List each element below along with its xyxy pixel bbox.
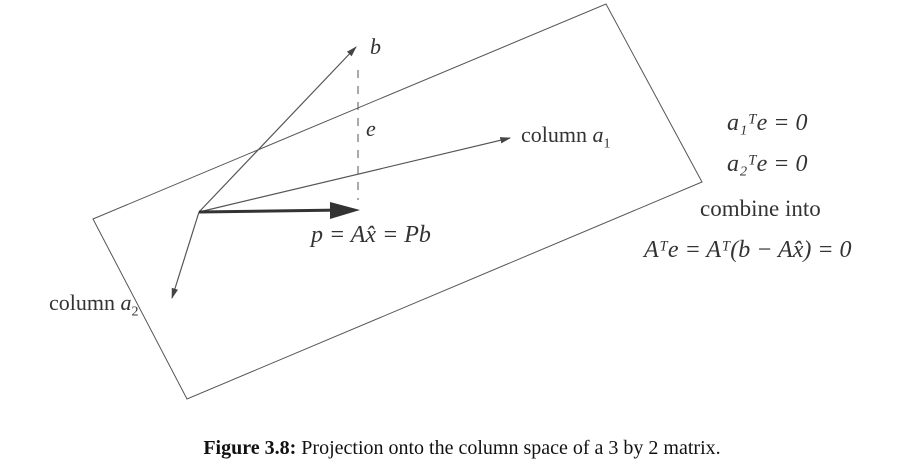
caption-text: Projection onto the column space of a 3 …	[301, 437, 721, 459]
vector-b	[198, 46, 357, 213]
column-a1-word: column	[521, 122, 587, 147]
equation-a2-orthogonal: a₂ᵀe = 0	[727, 151, 808, 177]
label-e: e	[366, 116, 376, 141]
figure-caption: Figure 3.8: Projection onto the column s…	[0, 437, 924, 460]
label-b: b	[370, 34, 381, 59]
column-space-plane	[92, 3, 703, 400]
column-a2-var: a	[120, 290, 132, 315]
label-projection: p = Ax̂ = Pb	[311, 222, 431, 248]
vector-column-a2	[171, 211, 200, 300]
column-a1-sub: 1	[603, 136, 611, 152]
equation-a1-orthogonal: a₁ᵀe = 0	[727, 110, 808, 136]
projection-arrowhead	[330, 202, 360, 219]
column-a1-var: a	[592, 122, 604, 147]
vector-column-a1	[198, 137, 512, 213]
projection-vector-p	[198, 208, 345, 214]
label-column-a2: column a2	[49, 290, 139, 320]
caption-prefix: Figure 3.8:	[203, 437, 297, 459]
column-a2-word: column	[49, 290, 115, 315]
label-column-a1: column a1	[521, 122, 611, 152]
column-a2-sub: 2	[131, 304, 139, 320]
equation-normal: Aᵀe = Aᵀ(b − Ax̂) = 0	[644, 237, 852, 263]
combine-into-text: combine into	[700, 196, 821, 221]
